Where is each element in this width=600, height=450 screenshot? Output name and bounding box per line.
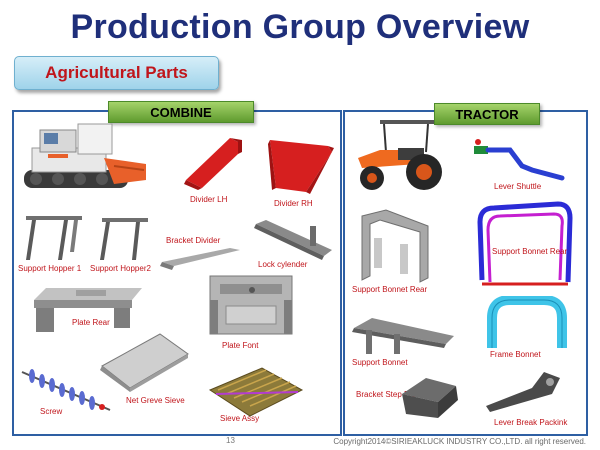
plate-rear-image [34, 288, 142, 332]
label-support-bonnet: Support Bonnet [352, 358, 408, 367]
support-hopper-2-image [100, 218, 148, 260]
label-frame-bonnet: Frame Bonnet [490, 350, 541, 359]
divider-lh-image [184, 138, 242, 190]
frame-bonnet-image [487, 296, 567, 348]
label-divider-rh: Divider RH [274, 199, 313, 208]
label-net-greve-sieve: Net Greve Sieve [126, 396, 185, 405]
label-lever-shuttle: Lever Shuttle [494, 182, 542, 191]
tractor-image [358, 120, 442, 190]
label-bracket-step-front: Bracket Step Front [356, 390, 423, 399]
label-screw: Screw [40, 407, 63, 416]
divider-rh-image [268, 140, 334, 194]
tractor-heading: TRACTOR [434, 103, 540, 125]
label-sieve-assy: Sieve Assy [220, 414, 260, 423]
bracket-divider-image [160, 248, 240, 270]
label-bracket-divider: Bracket Divider [166, 236, 221, 245]
copyright-notice: Copyright2014©SIRIEAKLUCK INDUSTRY CO.,L… [333, 437, 586, 446]
net-greve-sieve-image [100, 333, 189, 392]
lock-cylender-image [254, 220, 332, 260]
sieve-assy-image [208, 367, 304, 417]
lever-shuttle-image [474, 139, 565, 181]
label-plate-rear: Plate Rear [72, 318, 110, 327]
label-lock-cylender: Lock cylender [258, 260, 308, 269]
label-support-hopper-2: Support Hopper2 [90, 264, 151, 273]
label-support-bonnet-rear: Support Bonnet Rear [352, 285, 428, 294]
support-hopper-1-image [26, 216, 82, 260]
support-bonnet-image [352, 318, 454, 354]
label-lever-break-packink: Lever Break Packink [494, 418, 568, 427]
plate-font-image [209, 275, 293, 335]
label-divider-lh: Divider LH [190, 195, 228, 204]
combine-harvester-image [24, 123, 146, 188]
label-support-hopper-1: Support Hopper 1 [18, 264, 82, 273]
page-number: 13 [226, 436, 235, 445]
screw-image [21, 369, 111, 411]
support-bonnet-rear-frame-image [477, 201, 573, 286]
label-support-bonnet-rear-2: Support Bonnet Rear [492, 247, 568, 256]
slide-title: Production Group Overview [70, 8, 530, 46]
category-badge: Agricultural Parts [14, 56, 219, 90]
bracket-step-front-image [402, 378, 458, 418]
support-bonnet-rear-bracket-image [361, 209, 429, 283]
combine-heading: COMBINE [108, 101, 254, 123]
lever-break-packink-image [486, 372, 560, 412]
label-plate-font: Plate Font [222, 341, 259, 350]
